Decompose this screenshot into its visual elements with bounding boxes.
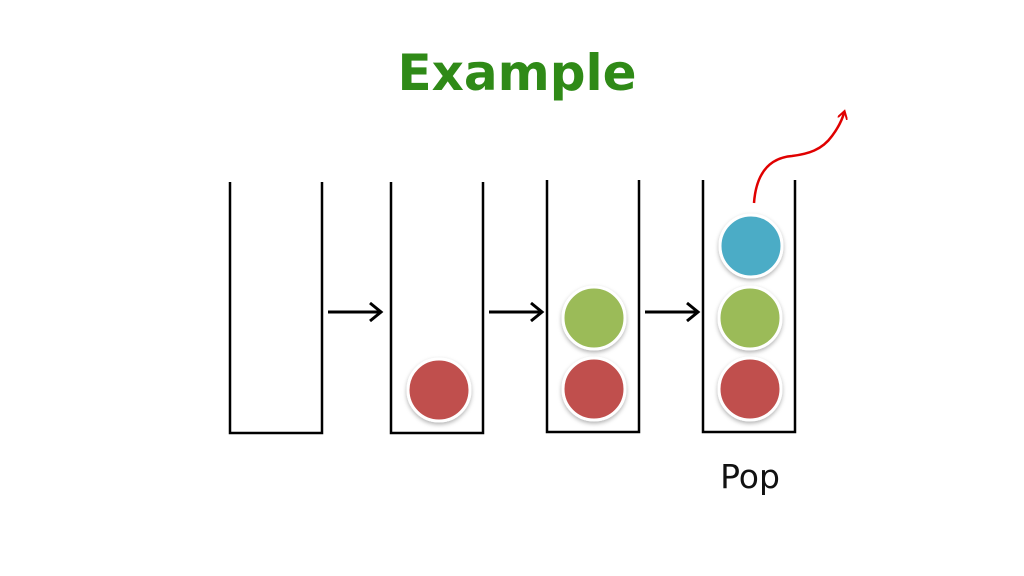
ball-green: [717, 285, 783, 351]
ball-red: [406, 357, 472, 423]
ball-green: [561, 285, 627, 351]
transition-arrow-2: [489, 301, 545, 323]
pop-label: Pop: [720, 457, 780, 496]
ball-blue: [718, 213, 784, 279]
ball-red: [717, 356, 783, 422]
stack-container-3: [545, 180, 641, 434]
pop-arrow: [752, 113, 844, 204]
stack-container-4: [701, 180, 797, 434]
stack-container-2: [389, 182, 485, 435]
ball-red: [561, 356, 627, 422]
stack-container-1: [228, 182, 324, 435]
transition-arrow-1: [328, 301, 384, 323]
slide-title: Example: [397, 44, 637, 102]
transition-arrow-3: [645, 301, 701, 323]
